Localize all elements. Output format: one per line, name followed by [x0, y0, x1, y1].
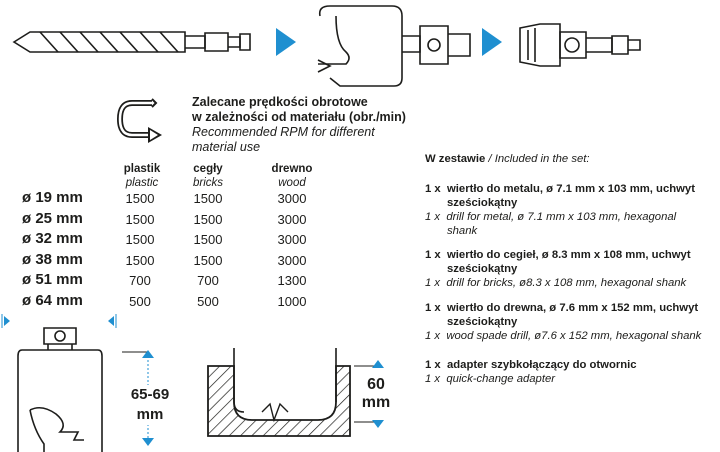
rotation-arrow-icon: [116, 98, 162, 143]
rpm-value: 700: [197, 273, 219, 288]
item-qty: 1 x: [425, 277, 441, 289]
item-en-line1: drill for bricks, ø8.3 x 108 mm, hexagon…: [446, 277, 687, 289]
column-header-en: plastic: [125, 177, 159, 189]
rpm-value: 1500: [193, 253, 223, 268]
item-qty: 1 x: [425, 211, 441, 223]
item-qty: 1 x: [425, 359, 441, 371]
set-item-adapter: 1 x adapter szybkołączący do otwornic 1 …: [425, 358, 637, 386]
set-heading: W zestawie / Included in the set:: [425, 152, 590, 166]
rpm-value: 1500: [193, 232, 223, 247]
width-marker-left-icon: [4, 316, 10, 326]
hole-saw-profile-illustration: [1, 314, 154, 452]
hole-saw-assembly-icon: [317, 5, 471, 87]
item-pl-line1: wiertło do cegieł, ø 8.3 mm x 108 mm, uc…: [447, 249, 691, 261]
cut-depth-unit: mm: [136, 406, 164, 423]
rpm-value: 1300: [277, 273, 307, 288]
column-header-pl: cegły: [193, 163, 223, 175]
material-cross-section-illustration: [207, 348, 384, 437]
dimension-arrow-down-icon: [372, 420, 384, 428]
column-header-bricks: cegły bricks: [168, 162, 248, 190]
item-pl-line2: sześciokątny: [447, 263, 518, 275]
row-size-label: ø 25 mm: [22, 210, 83, 227]
rpm-value: 3000: [277, 191, 307, 206]
row-size-label: ø 19 mm: [22, 189, 83, 206]
set-item-brick-drill: 1 x wiertło do cegieł, ø 8.3 mm x 108 mm…: [425, 248, 691, 290]
rpm-value: 1500: [193, 212, 223, 227]
rpm-value: 1500: [125, 191, 155, 206]
set-heading-en: / Included in the set:: [485, 153, 590, 165]
item-en-line2: shank: [447, 225, 478, 237]
assembly-illustration: [12, 5, 641, 87]
width-marker-right-icon: [108, 316, 114, 326]
item-en-line1: quick-change adapter: [446, 373, 556, 385]
item-en-line1: drill for metal, ø 7.1 mm x 103 mm, hexa…: [446, 211, 677, 223]
depth-value: 60: [367, 376, 385, 393]
column-header-pl: plastik: [123, 163, 161, 175]
item-en-line1: wood spade drill, ø7.6 x 152 mm, hexagon…: [446, 330, 702, 342]
column-header-pl: drewno: [271, 163, 313, 175]
depth-unit: mm: [361, 394, 391, 411]
item-pl-line1: adapter szybkołączący do otwornic: [447, 359, 637, 371]
set-heading-pl: W zestawie: [425, 153, 486, 165]
item-qty: 1 x: [425, 249, 441, 261]
dimension-arrow-up-icon: [372, 360, 384, 368]
dimension-arrow-down-icon: [142, 438, 154, 446]
rpm-title: Zalecane prędkości obrotowe w zależności…: [192, 95, 406, 155]
rpm-value: 700: [129, 273, 151, 288]
arrow-right-icon: [482, 28, 502, 56]
row-size-label: ø 64 mm: [22, 292, 83, 309]
row-size-label: ø 38 mm: [22, 251, 83, 268]
rpm-value: 500: [197, 294, 219, 309]
item-pl-line1: wiertło do drewna, ø 7.6 mm x 152 mm, uc…: [447, 302, 699, 314]
row-size-label: ø 51 mm: [22, 271, 83, 288]
rpm-value: 3000: [277, 253, 307, 268]
set-item-metal-drill: 1 x wiertło do metalu, ø 7.1 mm x 103 mm…: [425, 182, 695, 238]
column-header-en: bricks: [192, 177, 224, 189]
column-header-plastic: plastik plastic: [102, 162, 182, 190]
item-qty: 1 x: [425, 373, 441, 385]
column-header-en: wood: [278, 177, 306, 189]
depth-label: 60 mm: [356, 376, 396, 412]
cut-depth-label: 65-69 mm: [120, 385, 180, 425]
rpm-value: 1500: [125, 253, 155, 268]
cut-depth-value: 65-69: [130, 386, 170, 403]
rpm-value: 1000: [277, 294, 307, 309]
rpm-value: 500: [129, 294, 151, 309]
rpm-value: 1500: [193, 191, 223, 206]
rpm-value: 3000: [277, 232, 307, 247]
column-header-wood: drewno wood: [252, 162, 332, 190]
item-pl-line2: sześciokątny: [447, 316, 518, 328]
set-item-wood-drill: 1 x wiertło do drewna, ø 7.6 mm x 152 mm…: [425, 301, 701, 343]
item-qty: 1 x: [425, 302, 441, 314]
rpm-value: 1500: [125, 232, 155, 247]
item-qty: 1 x: [425, 330, 441, 342]
drill-bit-icon: [12, 31, 251, 53]
item-qty: 1 x: [425, 183, 441, 195]
dimension-arrow-up-icon: [142, 350, 154, 358]
quick-change-adapter-icon: [519, 23, 641, 67]
item-pl-line1: wiertło do metalu, ø 7.1 mm x 103 mm, uc…: [447, 183, 695, 195]
rpm-title-en-line1: Recommended RPM for different: [192, 125, 375, 139]
item-pl-line2: sześciokątny: [447, 197, 518, 209]
arrow-right-icon: [276, 28, 296, 56]
row-size-label: ø 32 mm: [22, 230, 83, 247]
rpm-value: 1500: [125, 212, 155, 227]
rpm-title-en-line2: material use: [192, 140, 261, 154]
rpm-title-pl-line2: w zależności od materiału (obr./min): [192, 110, 406, 124]
rpm-value: 3000: [277, 212, 307, 227]
rpm-title-pl-line1: Zalecane prędkości obrotowe: [192, 95, 368, 109]
